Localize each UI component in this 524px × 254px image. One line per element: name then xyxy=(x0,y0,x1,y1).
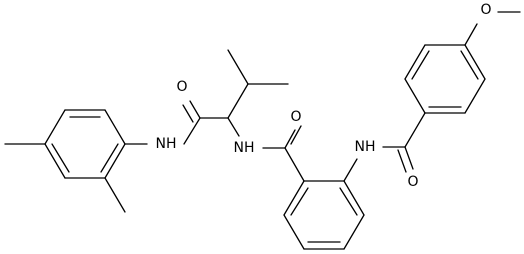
atom-label-nh-right: NH xyxy=(355,139,376,155)
atom-label-o-center: O xyxy=(290,109,301,125)
atom-label-o-left: O xyxy=(176,79,187,95)
atom-label-nh-center: NH xyxy=(234,140,255,156)
atom-label-nh-left: NH xyxy=(156,136,177,152)
atom-label-o-ether: O xyxy=(480,2,491,18)
bond-lines xyxy=(4,11,521,250)
atom-label-o-right: O xyxy=(407,174,418,190)
atom-labels: NH O NH O NH O O xyxy=(156,2,492,190)
